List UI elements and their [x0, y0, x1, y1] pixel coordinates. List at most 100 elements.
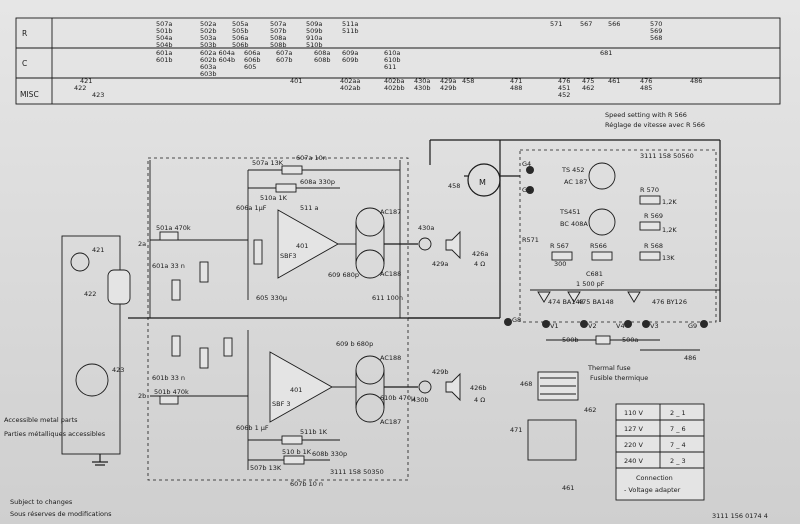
speed-note-fr: Réglage de vitesse avec R 566	[605, 121, 705, 129]
svg-text:G5: G5	[522, 186, 531, 194]
svg-text:300: 300	[554, 260, 566, 268]
svg-text:1,2K: 1,2K	[662, 198, 677, 206]
table-cell: 606a	[244, 49, 260, 57]
amp-board-number: 3111 158 50350	[330, 468, 384, 476]
table-cell: 609b	[342, 56, 359, 64]
table-cell: 401	[290, 77, 302, 85]
table-cell: 476	[558, 77, 570, 85]
svg-text:V4: V4	[616, 322, 625, 330]
amp-top-ref: 401	[296, 242, 308, 250]
svg-text:511 a: 511 a	[300, 204, 318, 212]
svg-text:G4: G4	[522, 160, 531, 168]
svg-text:C681: C681	[586, 270, 603, 278]
svg-text:Thermal fuse: Thermal fuse	[587, 364, 631, 372]
svg-text:1,2K: 1,2K	[662, 226, 677, 234]
voltage-cell: 240 V	[624, 457, 643, 465]
table-cell: 910a	[306, 34, 322, 42]
table-cell: 507a	[270, 20, 286, 28]
speaker-outputs: 430a 429a 426a 4 Ω 429b 430b 426b 4 Ω	[412, 224, 488, 404]
svg-text:461: 461	[562, 484, 574, 492]
svg-text:606a 1μF: 606a 1μF	[236, 204, 267, 212]
svg-text:426a: 426a	[472, 250, 488, 258]
svg-text:426b: 426b	[470, 384, 487, 392]
voltage-cell: 7 _ 6	[670, 425, 686, 433]
svg-text:501b 470k: 501b 470k	[154, 388, 189, 396]
svg-text:TS 452: TS 452	[561, 166, 585, 174]
table-cell: 605	[244, 63, 256, 71]
svg-text:608b 330p: 608b 330p	[312, 450, 347, 458]
table-cell: 501b	[156, 27, 173, 35]
motor: M 458	[448, 163, 520, 197]
svg-text:500a: 500a	[622, 336, 638, 344]
svg-text:471: 471	[510, 426, 522, 434]
svg-text:458: 458	[448, 182, 460, 190]
table-cell: 509b	[306, 27, 323, 35]
svg-text:507a 13K: 507a 13K	[252, 159, 284, 167]
table-cell: 506b	[232, 41, 249, 49]
svg-text:510 b 1K: 510 b 1K	[282, 448, 312, 456]
svg-text:601b 33 n: 601b 33 n	[152, 374, 185, 382]
table-cell: 511a	[342, 20, 358, 28]
table-cell: 485	[640, 84, 652, 92]
table-cell: 608a	[314, 49, 330, 57]
table-cell: 507a	[156, 20, 172, 28]
svg-text:R 569: R 569	[644, 212, 663, 220]
svg-text:611 100n: 611 100n	[372, 294, 403, 302]
svg-text:AC 187: AC 187	[564, 178, 587, 186]
svg-text:G9: G9	[688, 322, 697, 330]
svg-text:605 330μ: 605 330μ	[256, 294, 287, 302]
table-cell: 488	[510, 84, 522, 92]
svg-text:R566: R566	[590, 242, 607, 250]
amp-board-outline	[147, 157, 409, 481]
table-cell: 609a	[342, 49, 358, 57]
table-cell: 475	[582, 77, 594, 85]
svg-text:507b 13K: 507b 13K	[250, 464, 282, 472]
input-connector: 421 422 423	[61, 235, 131, 466]
table-cell: 509a	[306, 20, 322, 28]
svg-text:601a 33 n: 601a 33 n	[152, 262, 185, 270]
table-cell: 504a	[156, 34, 172, 42]
table-cell: 402ba	[384, 77, 405, 85]
svg-text:R571: R571	[522, 236, 539, 244]
row-label-r: R	[22, 29, 27, 38]
table-cell: 429b	[440, 84, 457, 92]
amp-top-chip: SBF3	[280, 252, 296, 260]
svg-text:475 BA148: 475 BA148	[578, 298, 614, 306]
motor-board: G4 G5 TS 452 AC 187 TS451 BC 408A R 570 …	[504, 160, 720, 330]
voltage-caption-2: - Voltage adapter	[624, 486, 681, 494]
table-cell: 462	[582, 84, 594, 92]
voltage-cell: 7 _ 4	[670, 441, 686, 449]
table-cell: 503a	[200, 34, 216, 42]
table-cell: 402bb	[384, 84, 405, 92]
table-cell: 571	[550, 20, 562, 28]
table-cell: 508a	[270, 34, 286, 42]
table-cell: 603b	[200, 70, 217, 78]
table-cell: 606b	[244, 56, 261, 64]
svg-text:1 500 pF: 1 500 pF	[576, 280, 605, 288]
svg-text:2a: 2a	[138, 240, 146, 248]
table-cell: 506a	[232, 34, 248, 42]
subject-note-en: Subject to changes	[10, 498, 73, 506]
table-cell: 423	[92, 91, 104, 99]
motor-board-number: 3111 158 50560	[640, 152, 694, 160]
voltage-cell: 110 V	[624, 409, 643, 417]
table-cell: 503b	[200, 41, 217, 49]
voltage-cell: 2 _ 1	[670, 409, 686, 417]
table-cell: 568	[650, 34, 662, 42]
svg-text:429b: 429b	[432, 368, 449, 376]
accessible-note-en: Accessible metal parts	[4, 416, 78, 424]
row-label-c: C	[22, 59, 27, 68]
table-cell: 567	[580, 20, 592, 28]
svg-text:13K: 13K	[662, 254, 675, 262]
svg-text:AC187: AC187	[380, 208, 401, 216]
table-cell: 471	[510, 77, 522, 85]
svg-text:429a: 429a	[432, 260, 448, 268]
table-cell: 422	[74, 84, 86, 92]
table-cell: 505a	[232, 20, 248, 28]
svg-text:501a 470k: 501a 470k	[156, 224, 191, 232]
amp-top: 401 SBF3 AC187 AC188 507a 13K 607a 10n 6…	[236, 154, 418, 318]
table-cell: 607a	[276, 49, 292, 57]
